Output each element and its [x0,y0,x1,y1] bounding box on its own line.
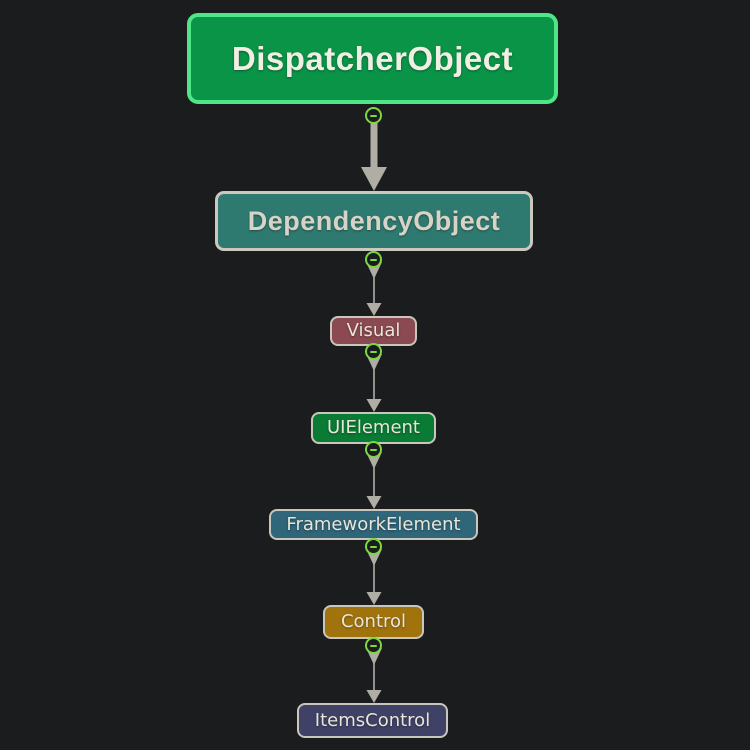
arrowhead-icon [366,690,382,703]
edge-visual-uielement [366,354,382,412]
minus-icon [370,545,377,548]
node-dependencyobject[interactable]: DependencyObject [215,191,533,251]
minus-icon [370,644,377,647]
arrow-shaft [370,116,378,167]
arrow-shaft [373,367,375,402]
edge-frameworkelement-control [366,549,382,605]
edge-dispatcherobject-dependencyobject [361,116,387,191]
edge-dependencyobject-visual [366,262,382,316]
arrow-shaft [373,562,375,595]
node-label: Control [340,611,407,632]
arrowhead-icon [361,167,387,191]
node-visual[interactable]: Visual [330,316,417,346]
arrow-shaft [373,465,375,499]
collapse-toggle-visual[interactable] [365,343,382,360]
collapse-toggle-uielement[interactable] [365,441,382,458]
node-label: ItemsControl [314,709,431,731]
edge-control-itemscontrol [366,648,382,703]
arrow-shaft [373,661,375,693]
node-dispatcherobject[interactable]: DispatcherObject [187,13,558,104]
node-label: Visual [346,320,401,341]
arrowhead-icon [366,496,382,509]
node-frameworkelement[interactable]: FrameworkElement [269,509,478,540]
arrowhead-icon [366,592,382,605]
minus-icon [370,258,377,261]
edge-uielement-frameworkelement [366,452,382,509]
node-label: DependencyObject [247,205,501,236]
minus-icon [370,350,377,353]
node-label: DispatcherObject [231,40,514,77]
arrowhead-icon [366,303,382,316]
collapse-toggle-dispatcherobject[interactable] [365,107,382,124]
node-label: FrameworkElement [286,513,461,535]
node-label: UIElement [326,417,420,438]
minus-icon [370,114,377,117]
minus-icon [370,448,377,451]
node-itemscontrol[interactable]: ItemsControl [297,703,448,738]
collapse-toggle-dependencyobject[interactable] [365,251,382,268]
arrow-shaft [373,275,375,306]
arrowhead-icon [366,399,382,412]
collapse-toggle-control[interactable] [365,637,382,654]
collapse-toggle-frameworkelement[interactable] [365,538,382,555]
